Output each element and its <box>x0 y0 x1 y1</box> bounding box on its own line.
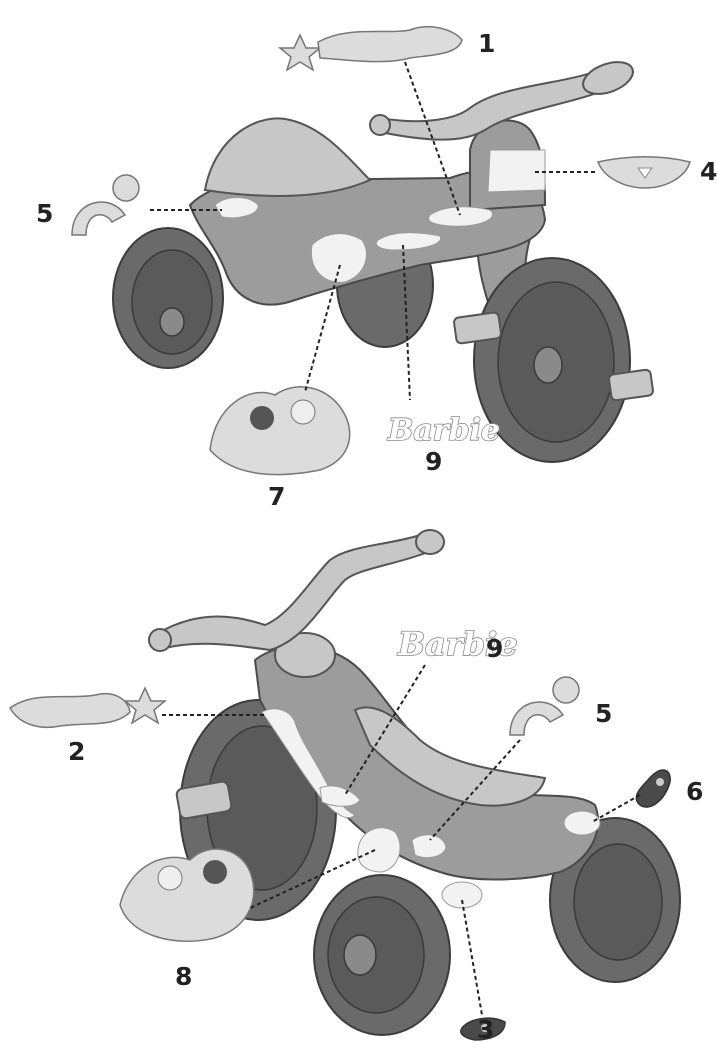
left-grip-end-rear-view <box>149 629 171 651</box>
doll-head-light-icon <box>291 400 315 424</box>
rear-left-wheel <box>113 228 223 368</box>
decal-area-portrait-rear <box>358 828 400 872</box>
star-icon <box>280 35 320 70</box>
callout-number-5-top: 5 <box>36 199 53 228</box>
decal-portrait-top <box>210 387 350 475</box>
sun-flower-icon-bottom <box>553 677 579 703</box>
doll-head-dark-icon <box>250 406 274 430</box>
handlebar-rear-view <box>160 535 428 650</box>
taillight-lens-icon <box>656 778 664 786</box>
brand-logo-top: Barbie <box>387 413 500 448</box>
sparkle-ribbon-icon <box>318 27 462 62</box>
callout-number-9-bottom: 9 <box>486 634 503 663</box>
leader-3 <box>462 900 482 1015</box>
tricycle-front-view <box>113 56 654 462</box>
sparkle-ribbon-icon-bottom <box>10 694 130 728</box>
callout-number-1: 1 <box>478 29 495 58</box>
rear-left-wheel-rear-view <box>314 875 450 1035</box>
callout-number-6: 6 <box>686 777 703 806</box>
left-pedal <box>453 312 501 344</box>
decal-headlight <box>598 157 690 188</box>
callout-number-4: 4 <box>700 157 717 186</box>
callout-number-5-bottom: 5 <box>595 699 612 728</box>
decal-area-left-taillight <box>442 882 482 908</box>
doll-head-dark-icon-bottom <box>203 860 227 884</box>
decal-logo-top: Barbie <box>387 413 500 448</box>
decal-stars-right <box>10 688 165 727</box>
right-grip-end-rear-view <box>416 530 444 554</box>
decal-area-right-taillight <box>564 811 600 835</box>
dolls-portrait-icon <box>210 387 350 475</box>
decal-portrait-bottom <box>120 849 254 941</box>
callout-number-8: 8 <box>175 962 192 991</box>
taillight-icon-right <box>636 770 670 807</box>
callout-number-9-top: 9 <box>425 447 442 476</box>
callout-number-7: 7 <box>268 482 285 511</box>
decal-area-rainbow-rear-view <box>412 835 446 858</box>
rainbow-icon <box>72 202 125 235</box>
left-grip-end <box>370 115 390 135</box>
decal-rainbow-top <box>72 175 139 235</box>
decal-taillight-right <box>636 770 670 807</box>
dolls-portrait-icon-bottom <box>120 849 254 941</box>
doll-head-light-icon-bottom <box>158 866 182 890</box>
seat <box>205 118 370 196</box>
decal-rainbow-bottom <box>510 677 579 735</box>
callout-number-2: 2 <box>68 737 85 766</box>
callout-number-3: 3 <box>477 1015 494 1043</box>
sun-flower-icon <box>113 175 139 201</box>
star-icon-bottom <box>125 688 165 723</box>
rainbow-icon-bottom <box>510 702 563 735</box>
decal-stars-left <box>280 27 462 70</box>
tricycle-rear-view <box>149 530 680 1035</box>
right-pedal <box>608 369 653 401</box>
